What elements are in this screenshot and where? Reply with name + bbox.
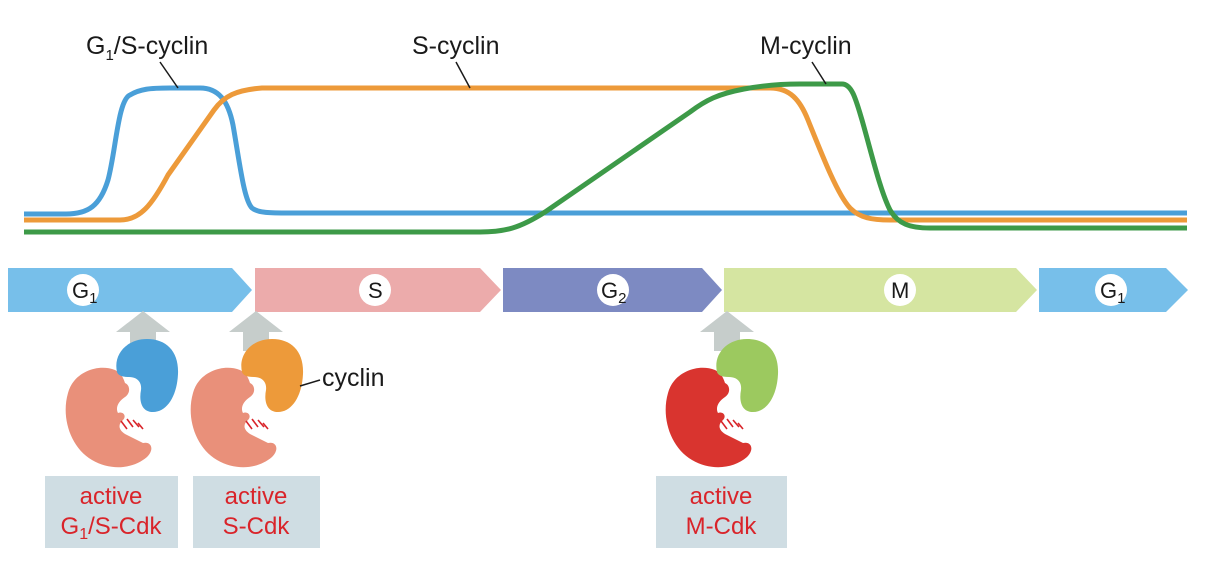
phase-label: G1	[1100, 278, 1125, 307]
phase-label: M	[891, 278, 909, 303]
g1s-label-leader	[159, 61, 179, 89]
phase-badge	[1095, 274, 1127, 306]
curve-labels: G1/S-cyclin S-cyclin M-cyclin	[86, 32, 852, 89]
label-line1: active	[225, 483, 288, 510]
m-cyclin-curve	[24, 81, 1187, 235]
cdk-complex-g1s	[65, 339, 179, 468]
m-cyclin-label: M-cyclin	[760, 32, 852, 60]
up-arrow	[700, 311, 754, 351]
label-m-cdk: active M-Cdk	[656, 476, 787, 548]
s-cyclin-label: S-cyclin	[412, 32, 500, 60]
cyclin-callout-label: cyclin	[322, 364, 385, 392]
phase-badge	[597, 274, 629, 306]
up-arrow	[116, 311, 170, 351]
activation-arrows	[116, 311, 754, 351]
phase-arrow	[8, 268, 252, 312]
phase-g1-next: G1	[1039, 268, 1188, 312]
phase-badge	[884, 274, 916, 306]
label-box	[656, 476, 787, 548]
phase-label: S	[368, 278, 383, 303]
phase-arrow	[724, 268, 1037, 312]
label-s-cdk: active S-Cdk	[193, 476, 320, 548]
cell-cycle-phases: G1 S G2 M G1	[8, 268, 1188, 312]
cyclin-callout-leader	[299, 379, 321, 387]
cyclin-subunit	[241, 339, 304, 412]
up-arrow	[229, 311, 283, 351]
phase-badge	[359, 274, 391, 306]
g1s-cyclin-curve	[24, 85, 1187, 217]
active-site-marks	[245, 418, 269, 430]
active-site-marks	[120, 418, 144, 430]
m-label-leader	[811, 61, 827, 85]
active-site-marks	[720, 418, 744, 430]
cyclin-subunit	[116, 339, 179, 412]
cdk-kinase	[190, 367, 277, 468]
label-line1: active	[690, 483, 753, 510]
cdk-kinase	[665, 367, 752, 468]
phase-g2: G2	[503, 268, 722, 312]
phase-m: M	[724, 268, 1037, 312]
label-box	[45, 476, 178, 548]
phase-label: G1	[72, 278, 97, 307]
label-line2: G1/S-Cdk	[61, 513, 163, 543]
cyclin-subunit	[716, 339, 779, 412]
label-line2: S-Cdk	[223, 513, 291, 540]
g1s-cyclin-label: G1/S-cyclin	[86, 32, 208, 64]
phase-s: S	[255, 268, 501, 312]
phase-g1: G1	[8, 268, 252, 312]
phase-label: G2	[601, 278, 626, 307]
cdk-complex-m	[665, 339, 779, 468]
label-box	[193, 476, 320, 548]
cyclin-curves	[24, 81, 1187, 235]
cyclin-callout: cyclin	[299, 364, 385, 392]
s-label-leader	[455, 61, 471, 89]
cdk-complex-s	[190, 339, 304, 468]
active-cdk-labels: active G1/S-Cdk active S-Cdk active M-Cd…	[45, 476, 787, 548]
label-line1: active	[80, 483, 143, 510]
label-line2: M-Cdk	[686, 513, 758, 540]
phase-badge	[67, 274, 99, 306]
cdk-kinase	[65, 367, 152, 468]
s-cyclin-curve	[24, 85, 1187, 223]
label-g1s-cdk: active G1/S-Cdk	[45, 476, 178, 548]
